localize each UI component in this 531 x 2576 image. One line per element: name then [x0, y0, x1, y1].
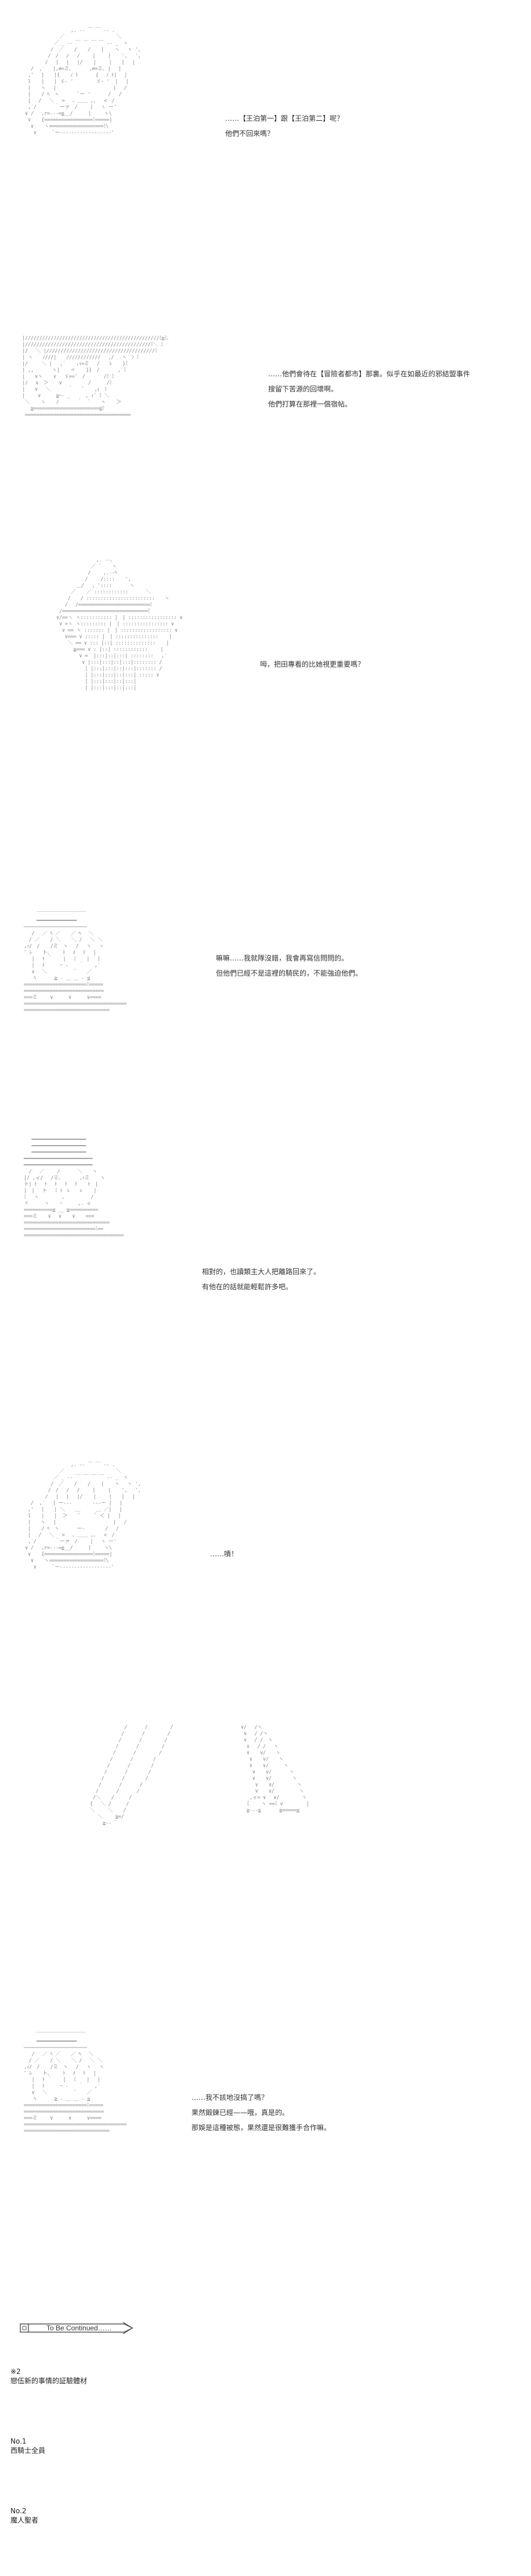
- dialogue: ……他們會待在【冒險者都市】那裏。似乎在如最近的邪結盟事件搜留下苦源的回壞啊。他…: [268, 360, 470, 424]
- ascii-art-legs: ∨/ /ヽ ∨ / /ヽ ∨ / / ヽ ∨ / / ヽ ∨ ∨/ ヽ ∨ ∨/…: [240, 1725, 309, 1814]
- dialogue: ……嘖！: [210, 1540, 238, 1574]
- dialogue: 相對的，也讀類主大人把離路回來了。有他在的話就能輕鬆許多吧。: [202, 1258, 320, 1307]
- dialogue: ……【王泊第一】跟【王泊第二】呢？ 他們不回來嗎？: [225, 105, 344, 153]
- footnote-text: 西騎士全員: [10, 2447, 46, 2455]
- to-be-continued-arrow: To Be Continued……: [20, 2320, 133, 2336]
- dialogue-line: 他們不回來嗎？: [225, 129, 274, 138]
- footnote-label: No.2: [10, 2507, 27, 2515]
- footnote: No.1 西騎士全員: [10, 2437, 45, 2455]
- dialogue-line: 搜留下苦源的回壞啊。: [268, 385, 338, 393]
- footnote-label: No.1: [10, 2437, 27, 2445]
- panel-6: ,. -‐ ￣ ￣ ‐- . ／ ＼ ／ _ -‐ ￣ ￣ ￣ ￣ ‐- _ ヽ…: [0, 1452, 531, 1707]
- dialogue: ……我不該地沒搞了嗎？ 果然鍛鍊已經——哦，真是的。那娛是這種被態，果然還是很難獲…: [192, 2084, 331, 2147]
- ascii-art-character: ,. -‐､ ／ ´ ヽ / ,.-‐ﾍ / /:::: ', ＿/ , '::…: [56, 557, 183, 691]
- dialogue-line: 那娛是這種被態，果然還是很難獲手合作嘛。: [192, 2124, 331, 2132]
- panel-7: / / / / / / / / / / / / / / / / / / / / …: [0, 1719, 531, 1986]
- footnote: No.2 魔人聖者: [10, 2506, 38, 2525]
- panel-3: ,. -‐､ ／ ´ ヽ / ,.-‐ﾍ / /:::: ', ＿/ , '::…: [0, 546, 531, 825]
- ascii-art-character: ,. -‐ ￣ ￣ ‐- . ／ ＼ ／ _ -‐ ￣ ￣ ￣ ￣ ‐- _ ヽ…: [24, 1462, 141, 1570]
- footnote-text: 魔人聖者: [10, 2516, 39, 2524]
- dialogue-line: 相對的，也讀類主大人把離路回來了。: [202, 1268, 321, 1276]
- ascii-art-character: ━━━━━━━━━━━━━━━━━━━ ━━━━━━━━━━━━━━━━━━━ …: [23, 1137, 124, 1239]
- dialogue-line: ……【王泊第一】跟【王泊第二】呢？: [225, 114, 344, 123]
- ascii-art-character: |///////////////////////////////////////…: [22, 336, 169, 418]
- dialogue-line: ……他們會待在【冒險者都市】那裏。似乎在如最近的邪結盟事件: [268, 370, 471, 378]
- panel-1: ,. -‐ ￣ ￣ ‐- . ／ ＼ ／ _ -‐ ￣ ￣ ￣ ￣ ‐- _ ヽ…: [0, 23, 531, 279]
- dialogue-line: 有他在的話就能輕鬆許多吧。: [202, 1283, 293, 1291]
- ascii-art-character: ,. -‐ ￣ ￣ ‐- . ／ ＼ ／ _ -‐ ￣ ￣ ￣ ￣ ‐- _ ヽ…: [24, 28, 141, 136]
- dialogue-line: 呣，把田專看的比她視更重要嗎？: [260, 660, 365, 668]
- arrow-icon: [20, 2322, 133, 2334]
- dialogue-line: 但他們已經不是這裡的騎民的，不能強迫他們。: [216, 969, 363, 977]
- footnote-text: 戀伍新的事情的証驗體材: [10, 2377, 88, 2385]
- panel-8: ￣￣￣￣￣￣￣￣￣￣ ━━━━━━━━━━━━━━ ──────────────…: [0, 2021, 531, 2288]
- dialogue-line: ……嘖！: [210, 1550, 239, 1558]
- ascii-art-character: ￣￣￣￣￣￣￣￣￣￣ ━━━━━━━━━━━━━━ ──────────────…: [23, 912, 127, 1013]
- dialogue-line: 嘛嘛……我就隊沒錯，我會再寫信問問的。: [216, 954, 349, 962]
- dialogue-line: ……我不該地沒搞了嗎？: [192, 2093, 269, 2102]
- panel-4: ￣￣￣￣￣￣￣￣￣￣ ━━━━━━━━━━━━━━ ──────────────…: [0, 894, 531, 1150]
- dialogue: 嘛嘛……我就隊沒錯，我會再寫信問問的。但他們已經不是這裡的騎民的，不能強迫他們。: [216, 944, 362, 993]
- dialogue: 呣，把田專看的比她視更重要嗎？: [260, 650, 364, 684]
- panel-5: ━━━━━━━━━━━━━━━━━━━ ━━━━━━━━━━━━━━━━━━━ …: [0, 1132, 531, 1446]
- to-be-continued-label: To Be Continued……: [46, 2324, 112, 2332]
- footnote: ※2 戀伍新的事情的証驗體材: [10, 2367, 87, 2386]
- dialogue-line: 他們打算在那裡一償宿帖。: [268, 400, 352, 408]
- footnote-label: ※2: [10, 2368, 21, 2376]
- panel-2: |///////////////////////////////////////…: [0, 314, 531, 511]
- ascii-art-legs: / / / / / / / / / / / / / / / / / / / / …: [89, 1725, 174, 1826]
- ascii-art-character: ￣￣￣￣￣￣￣￣￣￣ ━━━━━━━━━━━━━━ ──────────────…: [23, 2032, 127, 2134]
- dialogue-line: 果然鍛鍊已經——哦，真是的。: [192, 2109, 290, 2117]
